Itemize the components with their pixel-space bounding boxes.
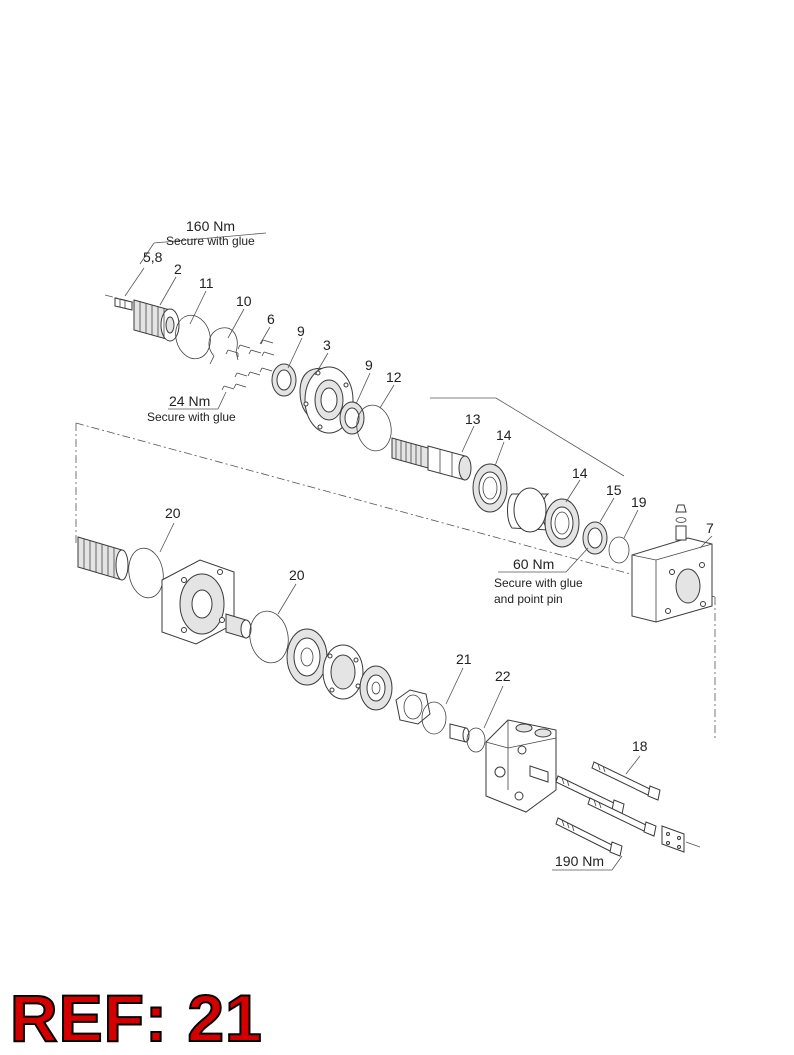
part-shaft-13 (391, 437, 472, 481)
part-bearing-14b (544, 498, 580, 548)
part-gear-2 (133, 299, 180, 342)
callout-9a: 9 (297, 323, 305, 339)
callout-5-8: 5,8 (143, 249, 163, 265)
part-ring-11 (175, 314, 211, 360)
torque-60: 60 Nm (513, 556, 554, 572)
leader-lines (124, 232, 713, 871)
torque-190: 190 Nm (555, 853, 604, 869)
torque-60-note1: Secure with glue (494, 576, 583, 590)
part-oring-20b (249, 610, 289, 664)
part-seal-9a (271, 363, 297, 397)
part-rotor-ring (322, 644, 364, 700)
callout-14b: 14 (572, 465, 588, 481)
torque-24-note: Secure with glue (147, 410, 236, 424)
part-bolts-18 (555, 761, 661, 857)
part-valve-disc (359, 665, 393, 711)
part-valve-plate (395, 689, 431, 725)
torque-160: 160 Nm (186, 218, 235, 234)
part-bearing-14a (472, 463, 508, 513)
part-spline-shaft (77, 536, 129, 581)
callout-11: 11 (199, 275, 214, 291)
torque-24: 24 Nm (169, 393, 210, 409)
callout-15: 15 (606, 482, 622, 498)
part-bolts-6 (221, 339, 275, 391)
part-small-gear (225, 613, 252, 639)
part-oring-20a (128, 547, 164, 599)
callout-12: 12 (386, 369, 402, 385)
callout-6: 6 (267, 311, 275, 327)
part-pin (449, 723, 470, 743)
callout-labels: 5,8 2 11 10 6 9 3 9 12 13 14 14 15 19 7 … (143, 249, 714, 754)
torque-notes: 160 Nm Secure with glue 24 Nm Secure wit… (147, 218, 604, 869)
callout-19: 19 (631, 494, 647, 510)
part-seal-9b (339, 401, 365, 435)
callout-9b: 9 (365, 357, 373, 373)
callout-20a: 20 (165, 505, 181, 521)
callout-14a: 14 (496, 427, 512, 443)
part-oring-21 (421, 701, 447, 735)
callout-13: 13 (465, 411, 481, 427)
callout-3: 3 (323, 337, 331, 353)
callout-2: 2 (174, 261, 182, 277)
callout-7: 7 (706, 520, 714, 536)
part-sleeve (507, 487, 550, 533)
part-oring-22 (466, 727, 486, 753)
callout-10: 10 (236, 293, 252, 309)
part-shaft-5-8 (114, 297, 133, 311)
ref-badge: REF: 21 (9, 981, 263, 1055)
torque-160-note: Secure with glue (166, 234, 255, 248)
part-snapring-10 (208, 327, 239, 365)
part-end-cover (485, 719, 557, 813)
callout-22: 22 (495, 668, 511, 684)
callout-20b: 20 (289, 567, 305, 583)
part-ring-19 (608, 536, 630, 564)
part-housing-7 (631, 504, 713, 623)
torque-60-note2: and point pin (494, 592, 563, 606)
callout-18: 18 (632, 738, 648, 754)
part-oring-12 (356, 404, 392, 452)
part-flange-plate (161, 559, 235, 645)
part-small-plate (661, 825, 701, 853)
part-disc (286, 628, 328, 686)
part-nut-15 (582, 521, 608, 555)
callout-21: 21 (456, 651, 472, 667)
